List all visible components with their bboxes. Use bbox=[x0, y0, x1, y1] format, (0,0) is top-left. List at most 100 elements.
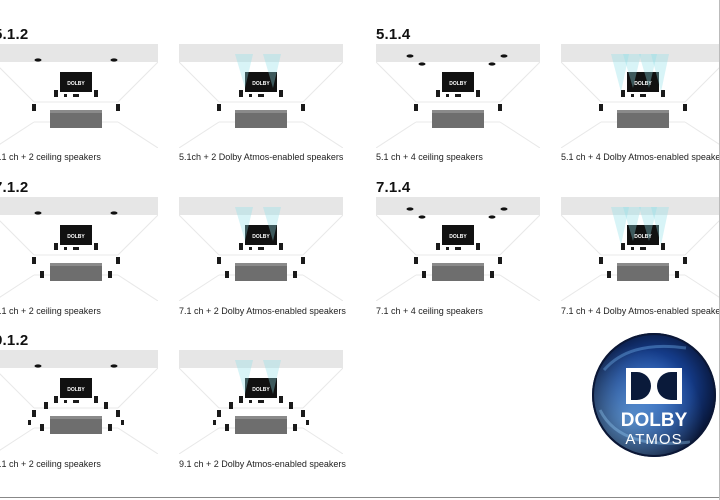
panel-caption: 5.1 ch + 4 Dolby Atmos-enabled speakers bbox=[561, 152, 720, 162]
tv-label: DOLBY bbox=[634, 234, 652, 240]
room-line bbox=[376, 274, 417, 301]
tv-label: DOLBY bbox=[449, 234, 467, 240]
sofa bbox=[50, 112, 102, 128]
speaker bbox=[640, 247, 646, 250]
tv-screen bbox=[442, 72, 474, 92]
atmos-beam bbox=[235, 207, 253, 241]
room-line bbox=[684, 66, 720, 103]
speaker bbox=[631, 94, 634, 97]
speaker bbox=[108, 424, 112, 431]
ceiling-speaker bbox=[500, 207, 508, 211]
room-line bbox=[117, 367, 158, 409]
panel-caption: 7.1 ch + 2 Dolby Atmos-enabled speakers bbox=[179, 306, 346, 316]
room-diagram: DOLBY bbox=[179, 44, 343, 148]
room-diagram: DOLBY bbox=[0, 350, 158, 454]
speaker bbox=[621, 243, 625, 250]
speaker bbox=[40, 424, 44, 431]
atmos-beam bbox=[651, 54, 669, 92]
group-title: 5.1.4 bbox=[376, 26, 411, 43]
room-line bbox=[0, 427, 35, 451]
room-line bbox=[376, 61, 417, 103]
tv-label: DOLBY bbox=[67, 81, 85, 87]
speaker bbox=[54, 243, 58, 250]
room-diagram: DOLBY bbox=[179, 350, 343, 454]
tv-label: DOLBY bbox=[252, 234, 270, 240]
speaker bbox=[249, 247, 252, 250]
panel-caption: 5.1 ch + 4 ceiling speakers bbox=[376, 152, 483, 162]
room-line bbox=[179, 121, 220, 148]
speaker bbox=[498, 104, 502, 111]
speaker bbox=[73, 94, 79, 97]
speaker bbox=[32, 104, 36, 111]
speaker bbox=[73, 400, 79, 403]
room-line bbox=[179, 214, 220, 256]
speaker bbox=[490, 271, 494, 278]
ceiling-speaker bbox=[500, 54, 508, 58]
speaker bbox=[414, 104, 418, 111]
group-title: 5.1.2 bbox=[0, 26, 29, 43]
speaker bbox=[116, 257, 120, 264]
speaker bbox=[422, 271, 426, 278]
group-title: 7.1.2 bbox=[0, 179, 29, 196]
speaker bbox=[32, 257, 36, 264]
room-line bbox=[0, 67, 35, 103]
room-line bbox=[376, 121, 417, 148]
sofa bbox=[50, 418, 102, 434]
speaker bbox=[239, 90, 243, 97]
room-diagram: DOLBY bbox=[376, 44, 540, 148]
room-diagram: DOLBY bbox=[0, 44, 158, 148]
speaker bbox=[599, 104, 603, 111]
sofa-back bbox=[235, 263, 287, 266]
speaker bbox=[607, 271, 611, 278]
speaker bbox=[675, 271, 679, 278]
speaker bbox=[217, 257, 221, 264]
speaker bbox=[621, 90, 625, 97]
speaker bbox=[661, 243, 665, 250]
room-line bbox=[117, 274, 158, 301]
speaker bbox=[476, 90, 480, 97]
speaker bbox=[414, 257, 418, 264]
speaker bbox=[64, 400, 67, 403]
room-line bbox=[499, 61, 540, 103]
room-line bbox=[499, 121, 540, 148]
ceiling-speaker bbox=[34, 211, 42, 215]
speaker bbox=[631, 247, 634, 250]
speaker bbox=[121, 420, 124, 425]
sofa-back bbox=[432, 110, 484, 113]
atmos-beam bbox=[263, 207, 281, 241]
speaker bbox=[64, 247, 67, 250]
sofa bbox=[50, 265, 102, 281]
tv-label: DOLBY bbox=[67, 387, 85, 393]
tv-screen bbox=[60, 72, 92, 92]
room-line bbox=[684, 274, 720, 299]
room-line bbox=[376, 214, 417, 256]
room-line bbox=[117, 214, 158, 256]
speaker bbox=[279, 396, 283, 403]
room-line bbox=[684, 219, 720, 256]
speaker bbox=[64, 94, 67, 97]
speaker bbox=[683, 104, 687, 111]
speaker bbox=[301, 257, 305, 264]
speaker bbox=[217, 104, 221, 111]
tv-label: DOLBY bbox=[67, 234, 85, 240]
room-line bbox=[117, 427, 158, 454]
room-diagram: DOLBY bbox=[0, 197, 158, 301]
ceiling-speaker bbox=[110, 58, 118, 62]
atmos-beam bbox=[263, 54, 281, 88]
speaker bbox=[446, 94, 449, 97]
ceiling bbox=[376, 197, 540, 220]
atmos-beam bbox=[611, 207, 629, 245]
speaker bbox=[73, 247, 79, 250]
sofa bbox=[235, 265, 287, 281]
panel-caption: 7.1 ch + 2 ceiling speakers bbox=[0, 306, 101, 316]
speaker bbox=[108, 271, 112, 278]
speaker bbox=[279, 90, 283, 97]
sofa bbox=[432, 112, 484, 128]
sofa-back bbox=[432, 263, 484, 266]
speaker bbox=[225, 271, 229, 278]
tv-screen bbox=[245, 378, 277, 398]
speaker bbox=[640, 94, 646, 97]
tv-screen bbox=[627, 72, 659, 92]
ceiling bbox=[561, 197, 720, 220]
ceiling bbox=[179, 350, 343, 373]
